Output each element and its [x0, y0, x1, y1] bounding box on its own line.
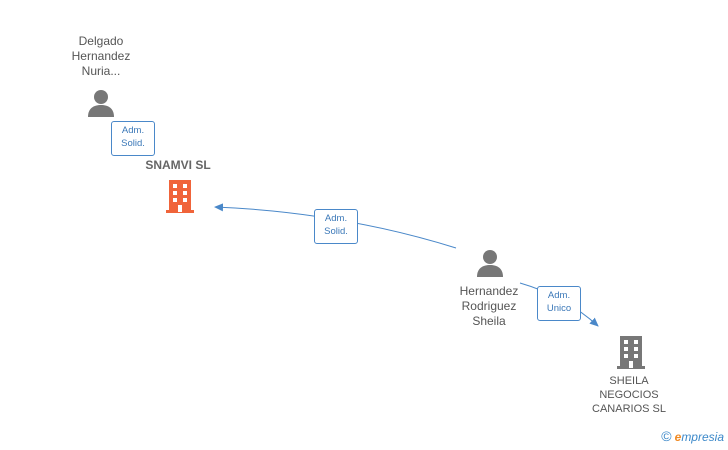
- role-line: Solid.: [121, 138, 145, 149]
- label-line: Hernandez: [459, 284, 519, 298]
- label-line: CANARIOS SL: [592, 403, 666, 415]
- label-line: NEGOCIOS: [599, 389, 659, 401]
- label-line: SHEILA: [609, 375, 649, 387]
- brand-logo-text: mpresia: [681, 430, 724, 444]
- role-badge-hernandez-snamvi: Adm. Solid.: [314, 209, 358, 244]
- label-line: Sheila: [472, 314, 506, 328]
- label-line: Rodriguez: [461, 299, 517, 313]
- role-line: Adm.: [324, 213, 348, 224]
- person-label-hernandez[interactable]: Hernandez Rodriguez Sheila: [434, 284, 544, 329]
- brand-logo-letter: e: [674, 430, 682, 444]
- person-icon[interactable]: [86, 88, 116, 118]
- label-line: Delgado: [78, 34, 124, 48]
- label-line: SNAMVI SL: [145, 158, 211, 172]
- label-line: Nuria...: [81, 64, 121, 78]
- building-icon[interactable]: [164, 178, 196, 214]
- role-line: Unico: [546, 303, 572, 314]
- building-icon[interactable]: [615, 334, 647, 370]
- label-line: Hernandez: [71, 49, 131, 63]
- role-badge-delgado-snamvi: Adm. Solid.: [111, 121, 155, 156]
- person-label-delgado[interactable]: Delgado Hernandez Nuria...: [46, 34, 156, 79]
- person-icon[interactable]: [475, 248, 505, 278]
- role-line: Adm.: [547, 290, 571, 301]
- role-badge-hernandez-sheila: Adm. Unico: [537, 286, 581, 321]
- company-label-snamvi[interactable]: SNAMVI SL: [120, 158, 236, 173]
- role-line: Adm.: [121, 125, 145, 136]
- copyright-icon: ©: [661, 428, 672, 444]
- company-label-sheila[interactable]: SHEILA NEGOCIOS CANARIOS SL: [574, 374, 684, 416]
- role-line: Solid.: [324, 226, 348, 237]
- brand-footer[interactable]: ©empresia: [661, 428, 724, 444]
